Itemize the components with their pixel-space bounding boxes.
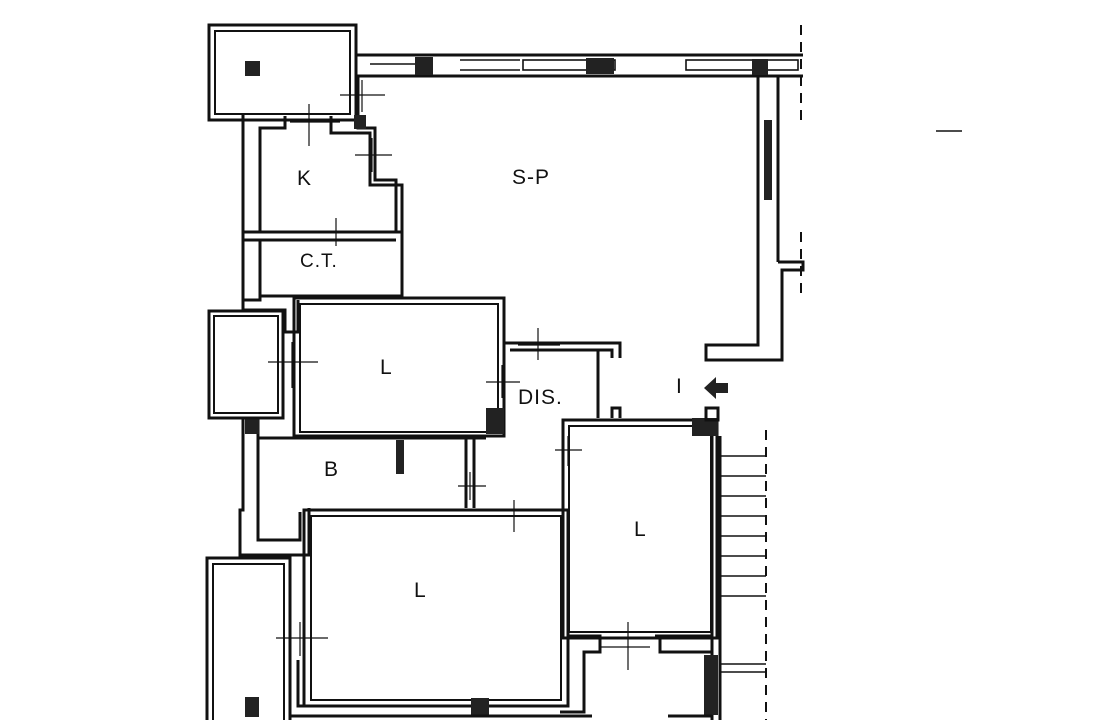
living-right-wall bbox=[704, 76, 805, 362]
left-wall-strip bbox=[238, 300, 311, 557]
lower-walls bbox=[288, 634, 714, 718]
room-label-hallway: DIS. bbox=[518, 386, 563, 409]
room-label-kitchen: K bbox=[297, 167, 313, 190]
bedroom-1-walls bbox=[292, 296, 506, 438]
hallway-walls bbox=[504, 341, 622, 418]
door-markers bbox=[268, 80, 650, 670]
pillar bbox=[245, 61, 260, 76]
room-label-living: S-P bbox=[512, 166, 551, 189]
room-label-bedroom-1: L bbox=[380, 356, 393, 379]
bedroom-3-walls bbox=[302, 508, 570, 716]
room-label-bedroom-3: L bbox=[414, 579, 427, 602]
entrance-label: I bbox=[676, 375, 683, 398]
top-wall bbox=[356, 53, 803, 78]
dashed-boundary bbox=[765, 25, 962, 720]
left-arrow-icon bbox=[704, 377, 728, 399]
bathroom-walls bbox=[258, 436, 486, 508]
window bbox=[522, 59, 616, 71]
room-label-storage: C.T. bbox=[300, 251, 338, 272]
balcony-bottom-left bbox=[205, 556, 292, 720]
window bbox=[685, 59, 799, 71]
room-label-bathroom: B bbox=[324, 458, 340, 481]
balcony-top-left bbox=[207, 23, 358, 122]
room-label-bedroom-2: L bbox=[634, 518, 647, 541]
balcony-left-middle bbox=[207, 309, 285, 420]
storage-walls bbox=[241, 232, 404, 302]
stairs bbox=[704, 436, 766, 720]
kitchen-walls bbox=[241, 76, 404, 234]
